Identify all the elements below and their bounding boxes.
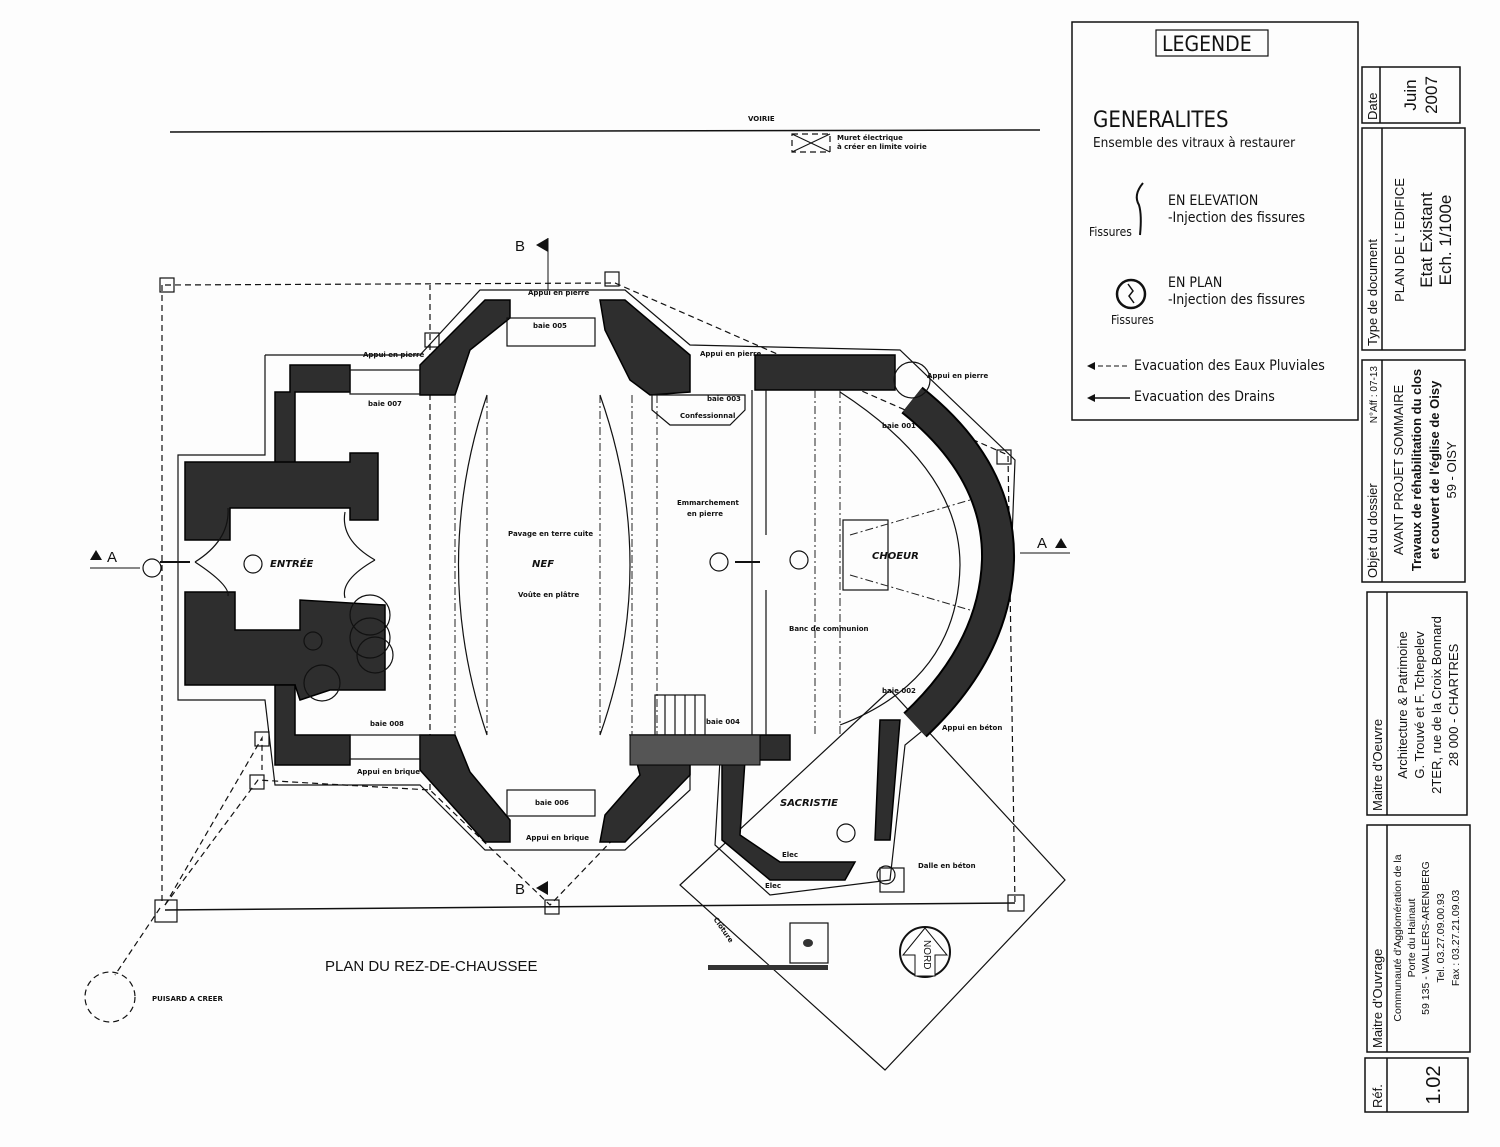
objet-line2: Travaux de réhabilitation du clos — [1409, 369, 1424, 571]
moe-line1: Architecture & Patrimoine — [1395, 631, 1410, 778]
label-appui-brique: Appui en brique — [357, 768, 420, 776]
legend-eaux-pluviales: Evacuation des Eaux Pluviales — [1134, 358, 1325, 374]
ref-value: 1.02 — [1423, 1066, 1445, 1105]
date-month: Juin — [1401, 79, 1420, 110]
crack-elevation-icon — [1135, 182, 1144, 236]
section-b-bottom: B — [515, 881, 525, 898]
legend-title: LEGENDE — [1162, 32, 1252, 56]
muret-label: Muret électrique — [837, 134, 903, 142]
plan-title: PLAN DU REZ-DE-CHAUSSEE — [325, 958, 538, 975]
label-appui-pierre: Appui en pierre — [363, 351, 424, 359]
muret-label-2: à créer en limite voirie — [837, 143, 927, 151]
interior-lines — [142, 317, 971, 885]
nord-label: NORD — [921, 940, 932, 969]
puisard-label: PUISARD A CREER — [152, 995, 223, 1003]
label-baie-006: baie 006 — [535, 799, 569, 807]
section-a-right: A — [1037, 535, 1047, 552]
legend-elevation-desc: -Injection des fissures — [1168, 210, 1305, 226]
site-square — [679, 689, 1066, 1071]
legend-elevation: EN ELEVATION — [1168, 193, 1258, 209]
label-appui-beton: Appui en béton — [942, 724, 1002, 732]
label-baie-002: baie 002 — [882, 687, 916, 695]
label-baie-008: baie 008 — [370, 720, 404, 728]
type-line2: Etat Existant — [1417, 192, 1436, 288]
objet-label: Objet du dossier — [1365, 483, 1380, 578]
section-a-left: A — [107, 549, 117, 566]
label-appui-pierre: Appui en pierre — [528, 289, 589, 297]
type-line3: Ech. 1/100e — [1436, 195, 1455, 286]
label-baie-003: baie 003 — [707, 395, 741, 403]
plan-labels: Appui en pierre Appui en pierre Appui en… — [270, 289, 1002, 890]
date-year: 2007 — [1422, 76, 1441, 114]
voirie-label: VOIRIE — [748, 115, 775, 123]
label-confessionnal: Confessionnal — [680, 412, 735, 420]
label-baie-005: baie 005 — [533, 322, 567, 330]
north-arrow-icon: NORD — [899, 926, 951, 978]
affaire-number: N°Aff : 07-13 — [1369, 366, 1380, 424]
moe-line4: 28 000 - CHARTRES — [1446, 643, 1461, 766]
label-baie-007: baie 007 — [368, 400, 402, 408]
legend-vitraux: Ensemble des vitraux à restaurer — [1093, 135, 1295, 151]
label-elec: Elec — [782, 851, 798, 859]
legend-drains: Evacuation des Drains — [1134, 389, 1275, 405]
legend-fissures: Fissures — [1111, 313, 1154, 327]
label-elec: Elec — [765, 882, 781, 890]
section-markers: A A B B — [90, 238, 1070, 898]
label-appui-pierre: Appui en pierre — [927, 372, 988, 380]
label-emmarchement-2: en pierre — [687, 510, 723, 518]
room-choeur: CHOEUR — [872, 551, 919, 562]
crack-plan-icon — [1115, 278, 1147, 310]
label-baie-001: baie 001 — [882, 422, 916, 430]
building-outline — [177, 289, 1016, 896]
objet-line3: et couvert de l'église de Oisy — [1427, 380, 1442, 559]
legend-fissures: Fissures — [1089, 225, 1132, 239]
moe-line3: 2TER, rue de la Croix Bonnard — [1429, 616, 1444, 794]
label-appui-brique: Appui en brique — [526, 834, 589, 842]
puisard-circle — [84, 971, 136, 1023]
label-pavage: Pavage en terre cuite — [508, 530, 593, 538]
date-label: Date — [1365, 93, 1380, 120]
mo-line5: Fax : 03.27.21.09.03 — [1450, 890, 1462, 986]
room-entree: ENTRÉE — [270, 557, 314, 570]
moe-label: Maitre d'Oeuvre — [1370, 719, 1385, 811]
ref-label: Réf. — [1370, 1084, 1385, 1108]
legend-generalites: GENERALITES — [1093, 108, 1229, 133]
title-block-text: Date Juin 2007 Type de document PLAN DE … — [1365, 76, 1462, 1108]
walls — [184, 299, 1016, 881]
legend-plan: EN PLAN — [1168, 275, 1222, 291]
legend: LEGENDE GENERALITES Ensemble des vitraux… — [1071, 21, 1359, 421]
label-banc-communion: Banc de communion — [789, 625, 869, 633]
mo-label: Maitre d'Ouvrage — [1370, 949, 1385, 1048]
label-appui-pierre: Appui en pierre — [700, 350, 761, 358]
type-line1: PLAN DE L' EDIFICE — [1392, 178, 1407, 302]
type-label: Type de document — [1365, 239, 1380, 346]
title-block — [1361, 66, 1471, 1113]
room-nef: NEF — [532, 559, 554, 570]
mo-line1: Communauté d'Agglomération de la — [1392, 854, 1404, 1021]
mo-line4: Tel. 03.27.09.00.93 — [1435, 893, 1447, 982]
mo-line3: 59 135 - WALLERS-ARENBERG — [1420, 861, 1432, 1015]
moe-line2: G. Trouvé et F. Tchepelev — [1412, 631, 1427, 779]
label-dalle-beton: Dalle en béton — [918, 862, 976, 870]
voirie: VOIRIE Muret électrique à créer en limit… — [169, 115, 1041, 153]
label-emmarchement: Emmarchement — [677, 499, 739, 507]
cloture-label: Clôture — [712, 916, 735, 944]
section-b-top: B — [515, 238, 525, 255]
label-voute: Voûte en plâtre — [518, 591, 579, 599]
room-sacristie: SACRISTIE — [780, 798, 838, 809]
label-baie-004: baie 004 — [706, 718, 740, 726]
muret-box — [791, 133, 831, 153]
objet-line1: AVANT PROJET SOMMAIRE — [1391, 385, 1406, 556]
legend-plan-desc: -Injection des fissures — [1168, 292, 1305, 308]
mo-line2: Porte du Hainaut — [1406, 899, 1418, 978]
objet-line4: 59 - OISY — [1444, 441, 1459, 498]
